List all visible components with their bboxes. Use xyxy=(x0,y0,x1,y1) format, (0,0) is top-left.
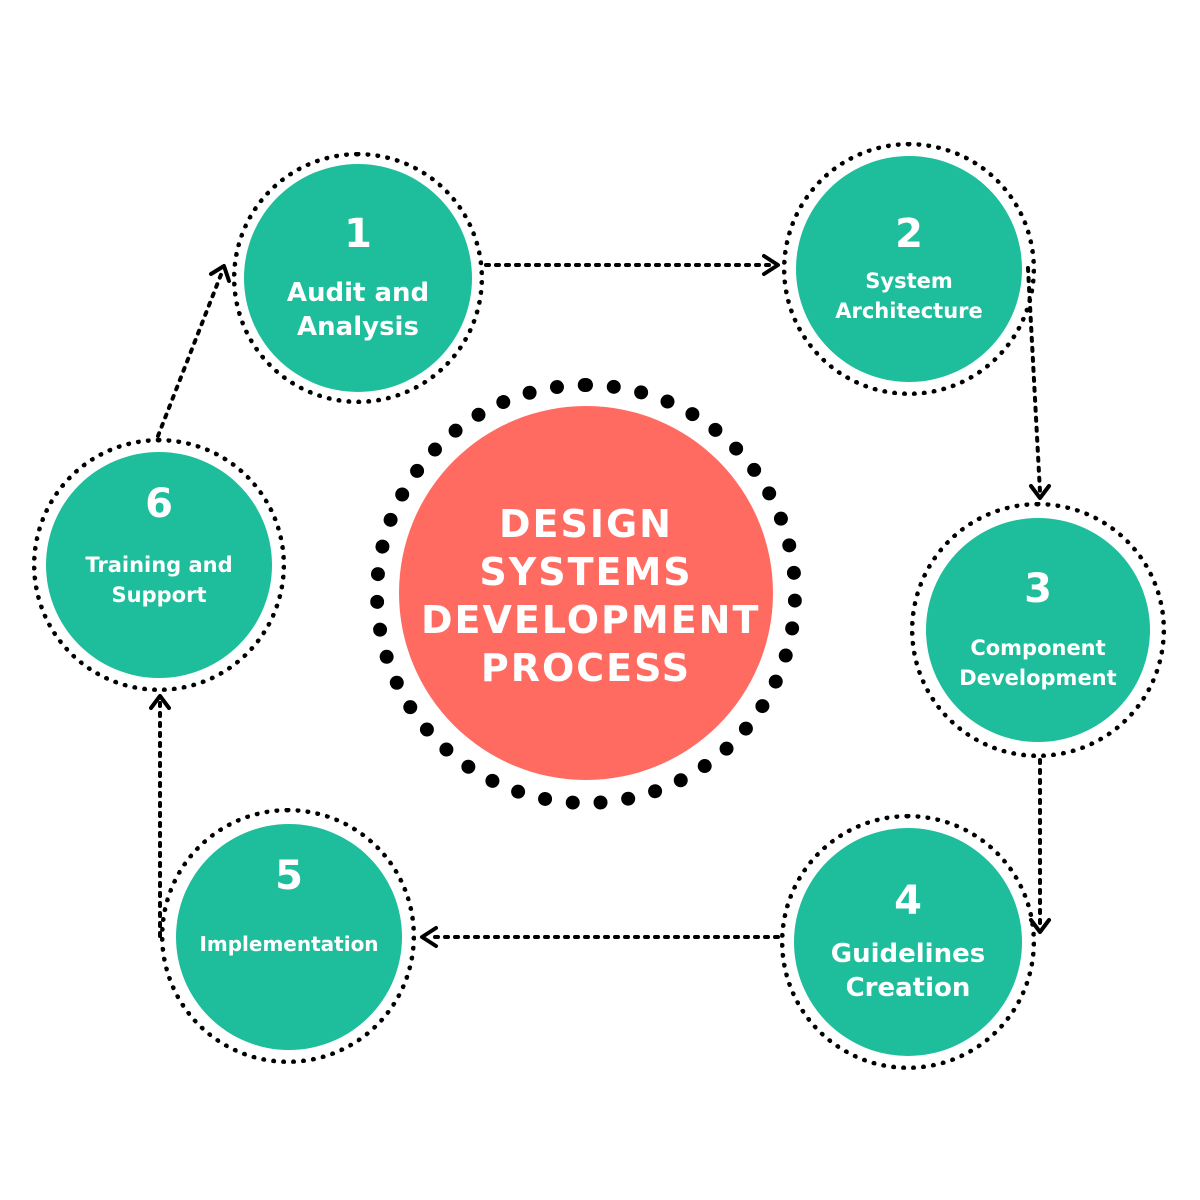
step-label: Implementation xyxy=(184,930,394,958)
center-title-line: DEVELOPMENT xyxy=(421,598,761,642)
connector-3-to-4 xyxy=(1029,758,1051,934)
step-label-line: System xyxy=(865,269,953,293)
step-label-line: Component xyxy=(970,636,1106,660)
step-label: Guidelines Creation xyxy=(808,937,1008,1005)
connector-4-to-5 xyxy=(420,926,780,948)
step-number: 2 xyxy=(895,211,923,257)
center-node: DESIGN SYSTEMS DEVELOPMENT PROCESS xyxy=(399,406,773,780)
step-2-node: 2 System Architecture xyxy=(796,156,1022,382)
step-label-line: Training and xyxy=(85,553,233,577)
center-title-line: DESIGN xyxy=(498,502,673,546)
step-label-line: Architecture xyxy=(835,299,983,323)
step-number: 5 xyxy=(275,853,303,899)
center-title: DESIGN SYSTEMS DEVELOPMENT PROCESS xyxy=(421,500,761,692)
step-5-dotted-ring xyxy=(160,808,416,1064)
step-label-line: Creation xyxy=(845,973,971,1003)
connector-1-to-2 xyxy=(484,254,780,276)
step-label: Training and Support xyxy=(59,550,259,610)
step-number: 6 xyxy=(145,481,173,527)
connector-5-to-6 xyxy=(149,694,171,938)
step-number: 3 xyxy=(1024,566,1052,612)
step-3-dotted-ring xyxy=(910,502,1166,758)
step-number: 4 xyxy=(894,878,922,924)
step-label-line: Development xyxy=(959,666,1117,690)
center-title-line: PROCESS xyxy=(480,646,692,690)
step-2-dotted-ring xyxy=(782,142,1036,396)
step-number: 1 xyxy=(344,211,372,257)
step-6-node: 6 Training and Support xyxy=(46,452,272,678)
connector-2-to-3 xyxy=(1026,266,1051,500)
step-label-line: Guidelines xyxy=(830,939,986,969)
step-label-line: Support xyxy=(111,583,207,607)
step-1-dotted-ring xyxy=(232,152,484,404)
step-3-node: 3 Component Development xyxy=(926,518,1150,742)
arrowhead-up-icon xyxy=(149,694,171,710)
step-4-dotted-ring xyxy=(780,814,1036,1070)
step-label-line: Analysis xyxy=(297,312,419,342)
step-label-line: Implementation xyxy=(199,932,379,956)
step-label: System Architecture xyxy=(809,266,1009,326)
step-label-line: Audit and xyxy=(286,278,430,308)
step-5-node: 5 Implementation xyxy=(176,824,402,1050)
arrowhead-up-right-icon xyxy=(209,264,231,283)
arrowhead-down-icon xyxy=(1029,484,1051,500)
arrowhead-left-icon xyxy=(420,926,438,948)
step-label: Component Development xyxy=(938,633,1138,693)
connector-6-to-1 xyxy=(156,264,231,438)
center-title-line: SYSTEMS xyxy=(479,550,693,594)
step-4-node: 4 Guidelines Creation xyxy=(794,828,1022,1056)
step-1-node: 1 Audit and Analysis xyxy=(244,164,472,392)
step-6-dotted-ring xyxy=(32,438,286,692)
arrowhead-right-icon xyxy=(762,254,780,276)
step-label: Audit and Analysis xyxy=(258,276,458,344)
